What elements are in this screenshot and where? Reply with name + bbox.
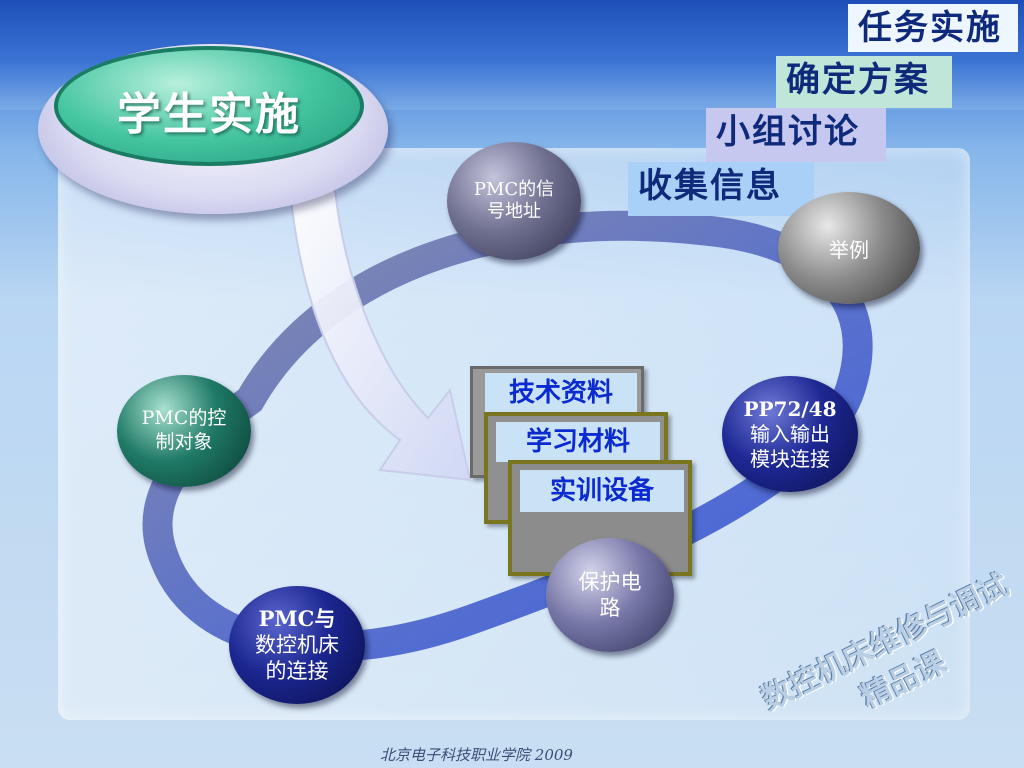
node-label-line: 的连接 — [265, 659, 329, 684]
node-control-object: PMC的控 制对象 — [117, 375, 251, 487]
flow-arrow — [288, 189, 472, 482]
step-determine-plan: 确定方案 — [776, 56, 952, 108]
node-label-line: 输入输出 — [749, 421, 830, 446]
node-io-module: PP72/48 输入输出 模块连接 — [722, 376, 858, 492]
card-label: 实训设备 — [520, 470, 684, 512]
node-signal-address: PMC的信 号地址 — [447, 142, 581, 260]
title-pill — [54, 46, 364, 166]
node-label-line: PMC的信 — [473, 178, 555, 200]
node-label-line: PP72/48 — [743, 396, 837, 421]
node-label-line: 保护电 — [578, 569, 642, 594]
node-protection-circuit: 保护电 路 — [546, 538, 674, 652]
node-label-line: 号地址 — [486, 201, 541, 222]
card-label: 技术资料 — [485, 373, 637, 413]
node-example: 举例 — [778, 192, 920, 304]
node-label-line: 路 — [599, 596, 621, 620]
node-label-line: PMC的控 — [141, 407, 227, 430]
card-label: 学习材料 — [496, 422, 660, 462]
node-label-line: 数控机床 — [255, 632, 339, 657]
footer-institution: 北京电子科技职业学院 2009 — [380, 746, 573, 764]
node-label-line: 模块连接 — [749, 446, 830, 471]
slide-title: 学生实施 — [117, 89, 301, 140]
step-group-discussion: 小组讨论 — [706, 108, 886, 162]
step-collect-information: 收集信息 — [628, 162, 814, 216]
node-label-line: PMC与 — [258, 605, 336, 631]
card-training-equipment: 实训设备 — [508, 460, 692, 576]
node-label-line: 制对象 — [155, 431, 213, 453]
node-label-line: 举例 — [829, 238, 869, 262]
step-task-implementation: 任务实施 — [848, 4, 1018, 52]
node-cnc-connection: PMC与 数控机床 的连接 — [229, 586, 365, 704]
